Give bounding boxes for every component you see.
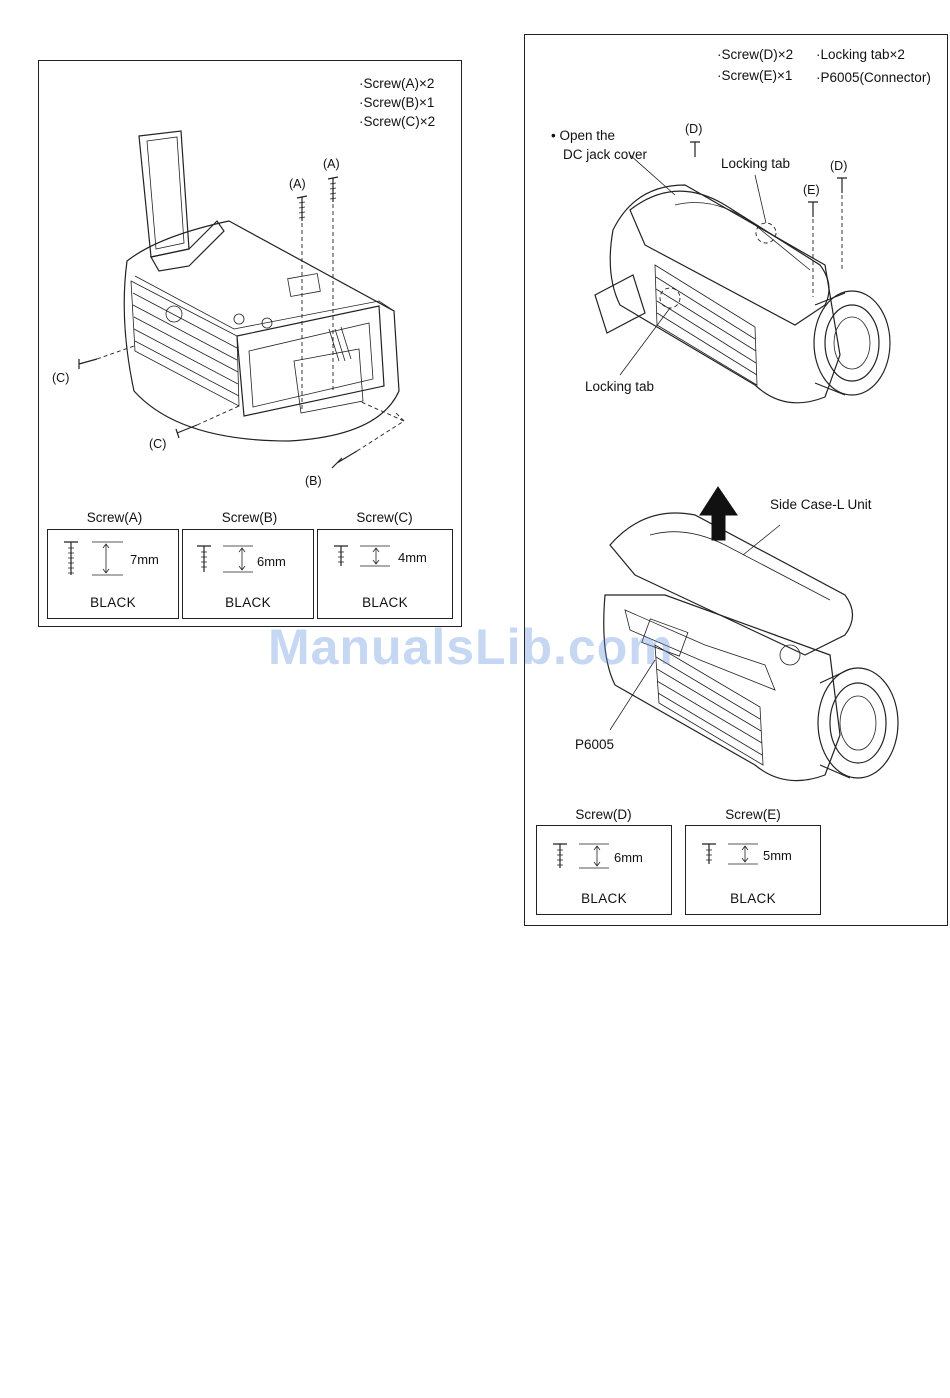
screw-spec-length: 5mm bbox=[763, 848, 792, 863]
callout-locking-tab: Locking tab bbox=[585, 379, 654, 394]
parts-list-item: ·Screw(A)×2 bbox=[359, 76, 434, 91]
camcorder-side-illustration bbox=[594, 184, 891, 404]
screw-spec-icon bbox=[197, 545, 253, 573]
screw-spec-length: 6mm bbox=[614, 850, 643, 865]
parts-list-item: ·Screw(D)×2 bbox=[717, 47, 793, 62]
screw-spec-color: BLACK bbox=[225, 595, 271, 610]
callout-locking-tab: Locking tab bbox=[721, 156, 790, 171]
screw-spec-title: Screw(E) bbox=[725, 807, 781, 822]
callout-open-dc-jack: DC jack cover bbox=[563, 147, 648, 162]
right-diagram-svg: ·Screw(D)×2 ·Locking tab×2 ·Screw(E)×1 ·… bbox=[551, 47, 931, 782]
screw-e-icon bbox=[808, 201, 818, 217]
screw-spec-icon bbox=[702, 843, 758, 865]
left-diagram-panel: ·Screw(A)×2 ·Screw(B)×1 ·Screw(C)×2 bbox=[38, 60, 462, 627]
screw-spec-box-b: 6mm BLACK bbox=[182, 529, 314, 619]
screw-spec-color: BLACK bbox=[581, 891, 627, 906]
screw-spec-icon bbox=[334, 545, 390, 567]
screw-c2-icon bbox=[175, 424, 198, 439]
screw-spec-length: 4mm bbox=[398, 550, 427, 565]
screw-a2-icon bbox=[327, 176, 339, 202]
callout-screw-c: (C) bbox=[52, 371, 69, 385]
screw-a1-icon bbox=[296, 195, 308, 221]
callout-connector-p6005: P6005 bbox=[575, 737, 614, 752]
camcorder-bottom-illustration bbox=[123, 130, 400, 442]
callout-screw-a: (A) bbox=[323, 157, 340, 171]
screw-spec-length: 6mm bbox=[257, 554, 286, 569]
screw-spec-title: Screw(B) bbox=[221, 510, 278, 525]
parts-list-item: ·Screw(E)×1 bbox=[717, 68, 792, 83]
callout-screw-b: (B) bbox=[305, 474, 322, 488]
callout-screw-d: (D) bbox=[830, 159, 847, 173]
screw-spec-title: Screw(A) bbox=[86, 510, 143, 525]
screw-spec-color: BLACK bbox=[90, 595, 136, 610]
screw-spec-box-c: 4mm BLACK bbox=[317, 529, 453, 619]
left-diagram-svg: ·Screw(A)×2 ·Screw(B)×1 ·Screw(C)×2 bbox=[52, 76, 435, 488]
screw-spec-icon bbox=[64, 541, 123, 576]
screw-spec-color: BLACK bbox=[730, 891, 776, 906]
screw-spec-box-e: 5mm BLACK bbox=[685, 825, 821, 915]
camcorder-case-removed-illustration bbox=[603, 486, 899, 782]
screw-d1-icon bbox=[690, 141, 700, 157]
screw-b-icon bbox=[331, 450, 358, 469]
screw-spec-icon bbox=[553, 843, 609, 869]
parts-list-item: ·P6005(Connector) bbox=[816, 70, 931, 85]
screw-spec-title: Screw(D) bbox=[575, 807, 632, 822]
callout-screw-c: (C) bbox=[149, 437, 166, 451]
callout-side-case-unit: Side Case-L Unit bbox=[770, 497, 872, 512]
callout-open-dc-jack: • Open the bbox=[551, 128, 615, 143]
parts-list-item: ·Locking tab×2 bbox=[816, 47, 905, 62]
screw-spec-box-d: 6mm BLACK bbox=[536, 825, 672, 915]
screw-c1-icon bbox=[78, 358, 98, 369]
screw-spec-title: Screw(C) bbox=[356, 510, 413, 525]
screw-spec-box-a: 7mm BLACK bbox=[47, 529, 179, 619]
callout-screw-d: (D) bbox=[685, 122, 702, 136]
watermark: ManualsLib.com bbox=[268, 619, 674, 675]
parts-list-item: ·Screw(C)×2 bbox=[359, 114, 435, 129]
screw-spec-color: BLACK bbox=[362, 595, 408, 610]
parts-list-item: ·Screw(B)×1 bbox=[359, 95, 434, 110]
callout-screw-e: (E) bbox=[803, 183, 820, 197]
screw-d2-icon bbox=[837, 177, 847, 193]
screw-spec-length: 7mm bbox=[130, 552, 159, 567]
right-diagram-panel: ·Screw(D)×2 ·Locking tab×2 ·Screw(E)×1 ·… bbox=[524, 34, 948, 926]
callout-screw-a: (A) bbox=[289, 177, 306, 191]
